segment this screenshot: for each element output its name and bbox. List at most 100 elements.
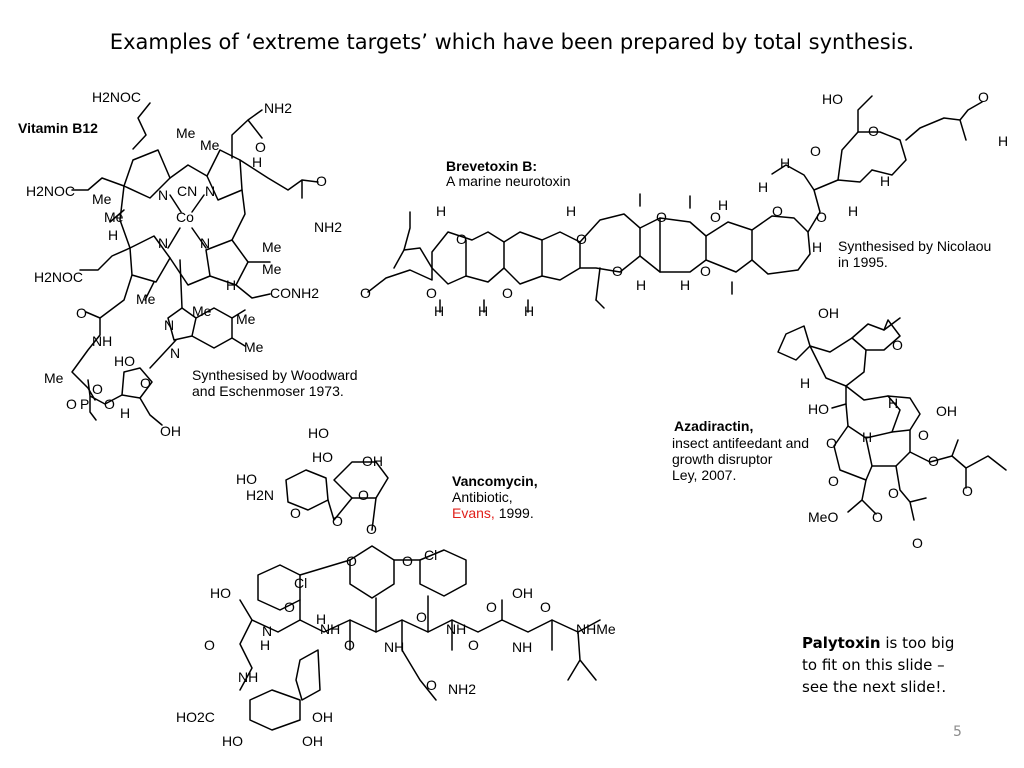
atom-label: Me xyxy=(262,261,282,277)
atom-label: OH xyxy=(936,403,957,419)
atom-label: NH2 xyxy=(264,100,292,116)
atom-label: O xyxy=(456,231,467,247)
atom-label: OH xyxy=(362,453,383,469)
atom-label: Cl xyxy=(424,547,437,563)
atom-label: O xyxy=(816,209,827,225)
atom-label: H xyxy=(226,277,236,293)
atom-label: O xyxy=(290,505,301,521)
atom-label: Me xyxy=(136,291,156,307)
atom-label: O xyxy=(360,285,371,301)
azadiractin-label: Azadiractin, xyxy=(674,418,754,434)
atom-label: O xyxy=(426,285,437,301)
atom-label: H xyxy=(636,277,646,293)
palytoxin-line2: to fit on this slide – xyxy=(802,656,945,674)
atom-label: Me xyxy=(92,191,112,207)
atom-label: N xyxy=(205,183,215,199)
vancomycin-label: Vancomycin, xyxy=(452,473,538,489)
atom-label: O xyxy=(104,396,115,412)
atom-label: O xyxy=(826,435,837,451)
atom-label: NH xyxy=(384,639,404,655)
atom-label: NH xyxy=(92,333,112,349)
atom-label: H xyxy=(888,395,898,411)
atom-label: H2NOC xyxy=(34,269,83,285)
brevetoxin-label: Brevetoxin B: xyxy=(446,158,538,174)
brevetoxin-atoms: HO O H H O O O O O O O O O O O O O H H H… xyxy=(360,89,1008,319)
atom-label: O xyxy=(912,535,923,551)
brevetoxin-credit-line2: in 1995. xyxy=(838,254,888,270)
atom-label: HO xyxy=(808,401,829,417)
palytoxin-note: Palytoxin is too big to fit on this slid… xyxy=(802,632,954,698)
atom-label: HO xyxy=(222,733,243,749)
atom-label: MeO xyxy=(808,509,838,525)
atom-label: OH xyxy=(160,423,181,439)
atom-label: H xyxy=(848,203,858,219)
vancomycin-credit-name: Evans, xyxy=(452,505,495,521)
atom-label: O xyxy=(316,173,327,189)
atom-label: O xyxy=(416,609,427,625)
atom-label: H xyxy=(998,133,1008,149)
vitamin-b12-atoms: H2NOC NH2 Me Me O H CN N N Co O NH2 H2NO… xyxy=(26,89,342,439)
atom-label: HO xyxy=(236,471,257,487)
vancomycin-structure xyxy=(239,461,601,731)
atom-label: Me xyxy=(236,311,256,327)
atom-label: N xyxy=(158,235,168,251)
atom-label: O xyxy=(888,485,899,501)
atom-label: N xyxy=(164,317,174,333)
atom-label: HO xyxy=(308,425,329,441)
azadiractin-line2: insect antifeedant and xyxy=(672,435,809,451)
atom-label: O xyxy=(366,521,377,537)
atom-label: O xyxy=(255,139,266,155)
atom-label: O xyxy=(962,483,973,499)
palytoxin-rest-line1: is too big xyxy=(880,634,955,652)
atom-label: O xyxy=(344,637,355,653)
atom-label: O xyxy=(810,143,821,159)
atom-label: N xyxy=(158,187,168,203)
vitamin-b12-structure xyxy=(71,102,319,426)
atom-label: O xyxy=(502,285,513,301)
atom-label: O xyxy=(332,513,343,529)
vitamin-b12-credit-line1: Synthesised by Woodward xyxy=(192,367,358,383)
atom-label: O xyxy=(868,123,879,139)
atom-label: NH xyxy=(238,669,258,685)
atom-label: H xyxy=(812,239,822,255)
atom-label: H xyxy=(316,611,326,627)
atom-label: Me xyxy=(104,209,124,225)
atom-label: N xyxy=(170,345,180,361)
atom-label: NH xyxy=(512,639,532,655)
atom-label: Me xyxy=(44,370,64,386)
atom-label: OH xyxy=(818,305,839,321)
atom-label: N xyxy=(262,623,272,639)
atom-label: O xyxy=(928,453,939,469)
atom-label: H xyxy=(252,154,262,170)
atom-label: N xyxy=(200,235,210,251)
brevetoxin-structure xyxy=(367,95,983,313)
brevetoxin-description: A marine neurotoxin xyxy=(446,173,571,189)
atom-label: H xyxy=(862,429,872,445)
atom-label: OH xyxy=(312,709,333,725)
palytoxin-name: Palytoxin xyxy=(802,634,881,652)
atom-label: HO xyxy=(114,353,135,369)
atom-label: O xyxy=(402,553,413,569)
atom-label: Me xyxy=(262,239,282,255)
atom-label: Co xyxy=(176,209,194,225)
vitamin-b12-label: Vitamin B12 xyxy=(18,120,98,136)
atom-label: OH xyxy=(512,585,533,601)
atom-label: O xyxy=(140,375,151,391)
atom-label: H xyxy=(524,303,534,319)
atom-label: NH2 xyxy=(314,219,342,235)
atom-label: O xyxy=(358,487,369,503)
vancomycin-credit: Evans, 1999. xyxy=(452,505,534,521)
atom-label: H xyxy=(800,375,810,391)
atom-label: OH xyxy=(302,733,323,749)
atom-label: HO xyxy=(312,449,333,465)
atom-label: H xyxy=(478,303,488,319)
atom-label: P xyxy=(80,396,89,412)
brevetoxin-credit-line1: Synthesised by Nicolaou xyxy=(838,238,992,254)
atom-label: H xyxy=(434,303,444,319)
azadiractin-structure xyxy=(777,317,1007,521)
azadiractin-atoms: OH O H HO H OH O H O O O O O MeO O O xyxy=(800,305,973,551)
atom-label: H xyxy=(108,227,118,243)
atom-label: O xyxy=(540,599,551,615)
atom-label: HO xyxy=(210,585,231,601)
